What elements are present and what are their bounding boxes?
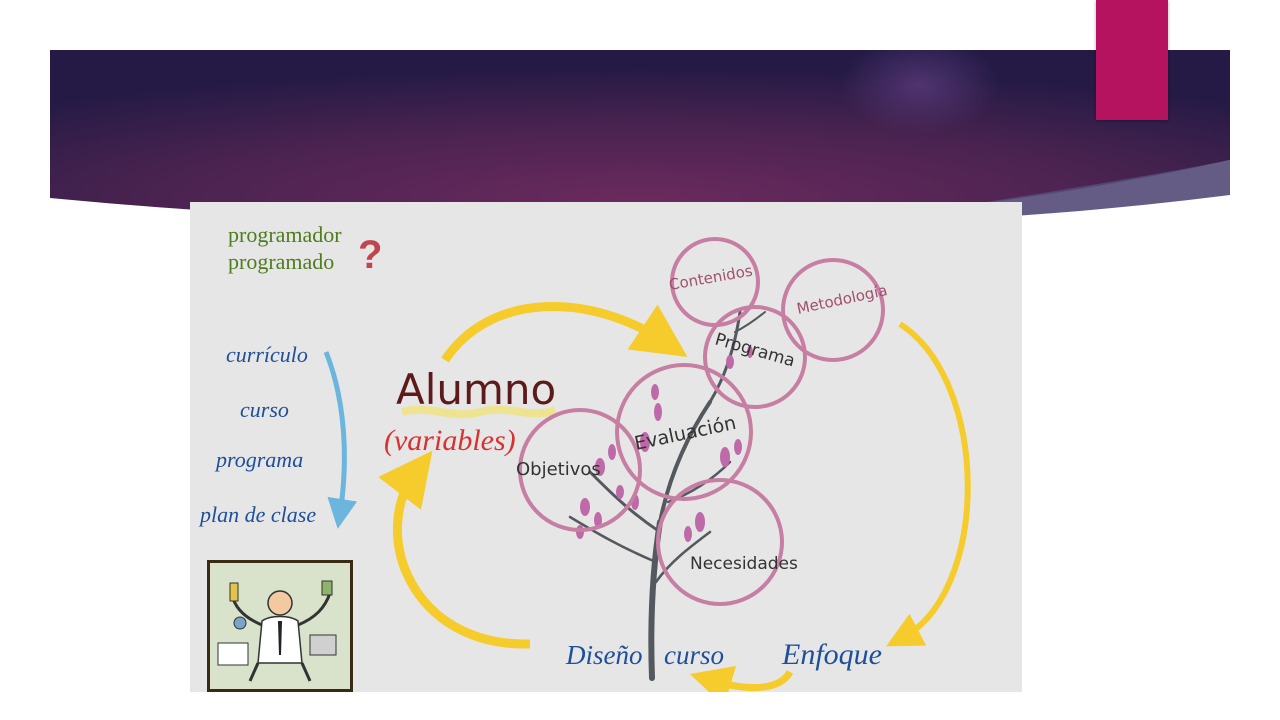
plan-de-clase-label: plan de clase [198, 502, 316, 527]
diagram-image: programador programado ? currículo curso… [190, 202, 1022, 692]
curso-label: curso [240, 397, 289, 422]
cartoon-image [207, 560, 353, 692]
concept-circles [518, 237, 885, 606]
necesidades-label: Necesidades [690, 554, 798, 574]
programa-label: programa [214, 447, 303, 472]
objetivos-label: Objetivos [516, 459, 601, 480]
diseno-label: Diseño [565, 640, 643, 670]
highlight-stroke [400, 405, 557, 419]
variables-subtitle: (variables) [384, 424, 516, 457]
curriculo-label: currículo [226, 342, 308, 367]
enfoque-label: Enfoque [781, 638, 882, 671]
arrow-to-tree [441, 302, 688, 363]
question-mark-icon: ? [358, 233, 382, 277]
arrow-to-diseno [689, 665, 794, 692]
programador-label: programador [228, 222, 342, 247]
metodologia-label: Metodología [795, 281, 889, 318]
programado-label: programado [228, 249, 334, 274]
curso-bottom-label: curso [664, 640, 724, 670]
alumno-title: Alumno [396, 365, 556, 414]
blue-arrow [323, 351, 358, 529]
arrow-to-alumno [378, 450, 531, 649]
programa-circle-label: Programa [713, 330, 797, 372]
accent-tab [1096, 0, 1168, 120]
teacher-cartoon-icon [217, 580, 337, 682]
contenidos-label: Contenidos [668, 262, 754, 294]
cartoon-inner [210, 563, 350, 689]
diagram-canvas: programador programado ? currículo curso… [198, 222, 971, 692]
arrow-to-enfoque [886, 321, 971, 647]
